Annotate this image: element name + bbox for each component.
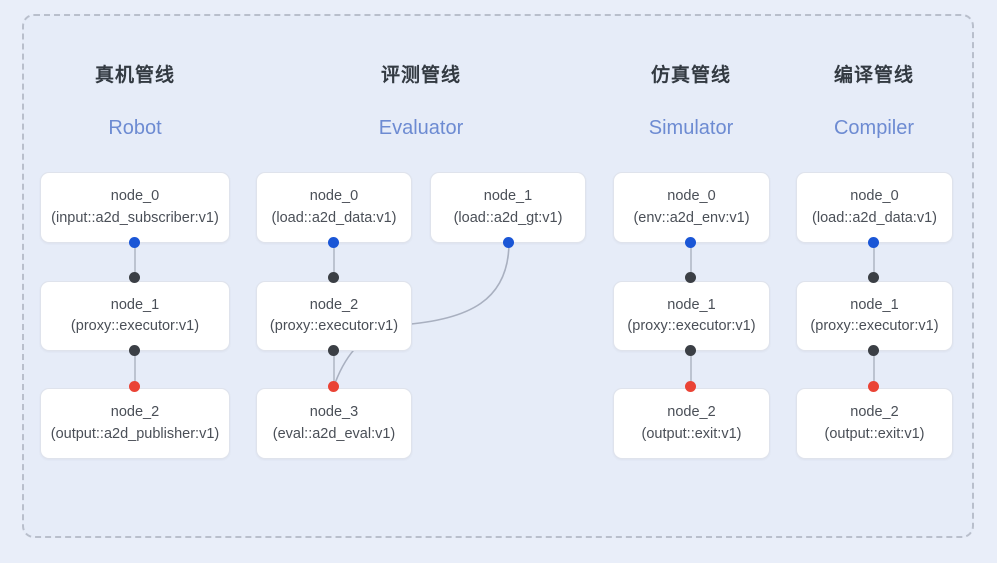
node-spec: (output::exit:v1) (824, 425, 925, 442)
node-name: node_1 (110, 296, 160, 313)
node-spec: (proxy::executor:v1) (627, 318, 756, 334)
input-port-evaluator-2[interactable] (328, 272, 339, 283)
column-subtitle-compiler: Compiler (833, 117, 915, 139)
output-port-robot-1[interactable] (129, 345, 140, 356)
node-name: node_2 (667, 404, 716, 421)
node-name: node_2 (110, 404, 160, 421)
node-spec: (proxy::executor:v1) (810, 318, 939, 334)
node-evaluator-1-gt[interactable]: node_1 (load::a2d_gt:v1) (430, 172, 586, 243)
node-robot-0[interactable]: node_0 (input::a2d_subscriber:v1) (40, 172, 230, 243)
node-name: node_1 (483, 188, 533, 205)
edge-simulator-0-1 (690, 243, 692, 279)
column-title-simulator: 仿真管线 (650, 65, 731, 86)
column-header-evaluator: 评测管线 Evaluator (291, 60, 551, 140)
node-spec: (eval::a2d_eval:v1) (272, 425, 396, 442)
column-title-compiler: 编译管线 (833, 65, 914, 86)
input-port-simulator-1[interactable] (685, 272, 696, 283)
node-spec: (proxy::executor:v1) (269, 318, 399, 334)
node-evaluator-3[interactable]: node_3 (eval::a2d_eval:v1) (256, 388, 412, 459)
node-name: node_1 (667, 296, 716, 313)
edge-simulator-1-2 (690, 351, 692, 387)
edge-compiler-0-1 (873, 243, 875, 279)
edge-compiler-1-2 (873, 351, 875, 387)
column-subtitle-robot: Robot (108, 117, 162, 139)
terminal-port-robot-2[interactable] (129, 381, 140, 392)
node-name: node_2 (309, 296, 359, 313)
node-spec: (output::a2d_publisher:v1) (50, 425, 220, 442)
node-compiler-2[interactable]: node_2 (output::exit:v1) (796, 388, 953, 459)
output-port-compiler-1[interactable] (868, 345, 879, 356)
output-port-simulator-1[interactable] (685, 345, 696, 356)
node-spec: (input::a2d_subscriber:v1) (51, 209, 219, 226)
node-spec: (env::a2d_env:v1) (633, 209, 750, 226)
output-port-evaluator-1-gt[interactable] (503, 237, 514, 248)
node-name: node_0 (309, 188, 359, 205)
terminal-port-evaluator-3[interactable] (328, 381, 339, 392)
edge-robot-0-1 (134, 243, 136, 279)
column-header-simulator: 仿真管线 Simulator (561, 60, 821, 140)
input-port-robot-1[interactable] (129, 272, 140, 283)
node-compiler-1[interactable]: node_1 (proxy::executor:v1) (796, 281, 953, 351)
node-spec: (load::a2d_data:v1) (271, 209, 397, 226)
output-port-robot-0[interactable] (129, 237, 140, 248)
node-robot-2[interactable]: node_2 (output::a2d_publisher:v1) (40, 388, 230, 459)
node-spec: (output::exit:v1) (641, 425, 742, 442)
input-port-compiler-1[interactable] (868, 272, 879, 283)
node-simulator-2[interactable]: node_2 (output::exit:v1) (613, 388, 770, 459)
node-name: node_0 (850, 188, 899, 205)
node-name: node_0 (667, 188, 716, 205)
node-spec: (load::a2d_gt:v1) (453, 209, 563, 226)
node-robot-1[interactable]: node_1 (proxy::executor:v1) (40, 281, 230, 351)
node-name: node_0 (110, 188, 160, 205)
node-simulator-1[interactable]: node_1 (proxy::executor:v1) (613, 281, 770, 351)
output-port-compiler-0[interactable] (868, 237, 879, 248)
output-port-evaluator-2[interactable] (328, 345, 339, 356)
terminal-port-simulator-2[interactable] (685, 381, 696, 392)
node-simulator-0[interactable]: node_0 (env::a2d_env:v1) (613, 172, 770, 243)
output-port-simulator-0[interactable] (685, 237, 696, 248)
column-header-robot: 真机管线 Robot (5, 60, 265, 140)
column-title-evaluator: 评测管线 (380, 65, 461, 86)
terminal-port-compiler-2[interactable] (868, 381, 879, 392)
column-subtitle-evaluator: Evaluator (378, 117, 464, 139)
node-spec: (load::a2d_data:v1) (812, 209, 937, 226)
node-evaluator-2[interactable]: node_2 (proxy::executor:v1) (256, 281, 412, 351)
edge-robot-1-2 (134, 351, 136, 387)
node-name: node_3 (309, 404, 359, 421)
output-port-evaluator-0[interactable] (328, 237, 339, 248)
node-evaluator-0[interactable]: node_0 (load::a2d_data:v1) (256, 172, 412, 243)
column-title-robot: 真机管线 (94, 65, 175, 86)
node-spec: (proxy::executor:v1) (70, 318, 200, 334)
column-subtitle-simulator: Simulator (648, 117, 734, 139)
node-name: node_1 (850, 296, 899, 313)
node-compiler-0[interactable]: node_0 (load::a2d_data:v1) (796, 172, 953, 243)
node-name: node_2 (850, 404, 899, 421)
column-header-compiler: 编译管线 Compiler (744, 60, 997, 140)
